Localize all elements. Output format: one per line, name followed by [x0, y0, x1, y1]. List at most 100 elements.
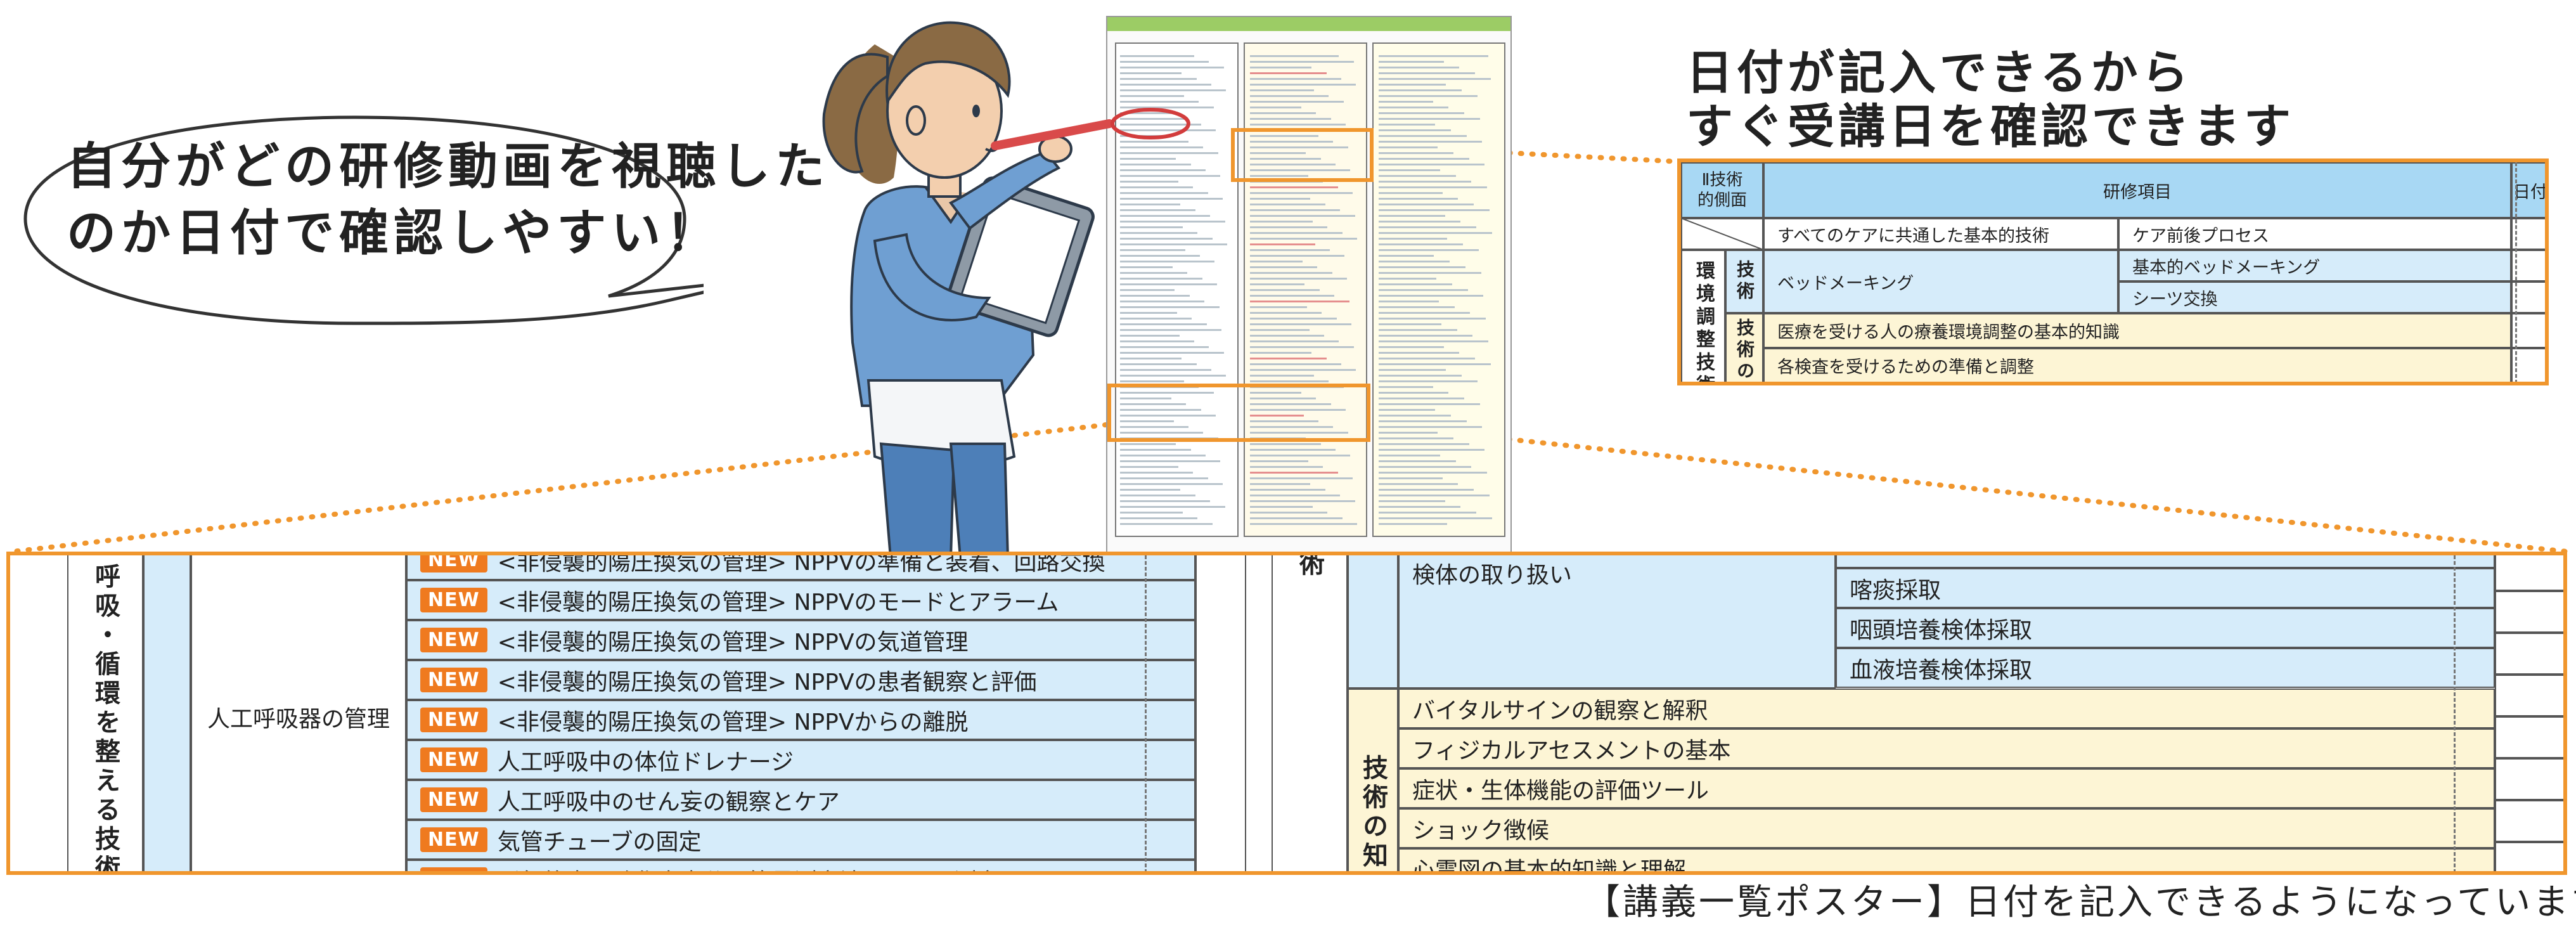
row-knowledge-2: 各検査を受けるための準備と調整 — [1763, 348, 2511, 382]
date-header: 日付 — [2513, 182, 2547, 202]
table-row: NEW<非侵襲的陽圧換気の管理> NPPVの準備と装着、回路交換 — [406, 555, 1195, 580]
left-date-divider — [1145, 555, 1147, 871]
table-row: 血液培養検体採取 — [1836, 648, 2495, 688]
row-sheet-change: シーツ交換 — [2118, 281, 2511, 313]
speech-bubble — [23, 115, 704, 325]
table-row: NEW <非侵襲的陽圧換気の管理> NPPVの気道管理 — [406, 620, 1195, 660]
side-header-cell: Ⅱ技術 的側面 — [1681, 162, 1763, 218]
sub-knowledge-cell: 技術の知 — [1725, 313, 1763, 385]
left-table-end — [1195, 555, 1246, 871]
new-badge: NEW — [420, 747, 487, 772]
poster-thumbnail — [1106, 16, 1512, 558]
poster-detail-enlarged: 呼吸・循環を整える技術 人工呼吸器の管理 NEW<非侵襲的陽圧換気の管理> NP… — [6, 552, 2567, 875]
date-entry-cell[interactable] — [2495, 633, 2563, 675]
row-label: <非侵襲的陽圧換気の管理> NPPVからの離脱 — [497, 709, 969, 735]
category-label: 呼吸・循環を整える技術 — [91, 563, 120, 875]
date-entry-cell[interactable] — [2511, 313, 2545, 348]
row-label: バイタルサインの観察と解釈 — [1412, 697, 1708, 724]
row-label: <非侵襲的陽圧換気の管理> NPPVの患者観察と評価 — [497, 669, 1037, 695]
bed-making-label: ベッドメーキング — [1777, 273, 1914, 294]
date-entry-cell[interactable] — [2511, 250, 2545, 281]
row-label: ショック徴候 — [1412, 817, 1550, 844]
table-row: バイタルサインの観察と解釈 — [1398, 689, 2495, 728]
row-sheet-change-label: シーツ交換 — [2132, 289, 2218, 309]
row-knowledge-1-label: 医療を受ける人の療養環境調整の基本的知識 — [1777, 323, 2120, 342]
date-entry-cell[interactable] — [2495, 716, 2563, 758]
new-badge: NEW — [420, 827, 487, 852]
specimen-strip — [1348, 555, 1398, 689]
row-label: <非侵襲的陽圧換気の管理> NPPVの気道管理 — [497, 629, 969, 656]
nurse-illustration — [822, 21, 1190, 558]
pen-icon — [991, 108, 1190, 150]
new-badge: NEW — [420, 588, 487, 612]
date-entry-cell[interactable] — [2511, 348, 2545, 382]
table-row: NEW 呼気終末二酸化炭素分圧等量測定法の原理と測定 — [406, 860, 1195, 872]
table-row: 症状・生体機能の評価ツール — [1398, 768, 2495, 808]
header-title-cell: 研修項目 — [1763, 162, 2511, 218]
right-date-divider — [2454, 555, 2456, 871]
category-cell: 環境調整技術 — [1681, 250, 1725, 385]
row-label: <非侵襲的陽圧換気の管理> NPPVのモードとアラーム — [497, 589, 1059, 616]
empty-corner-cell — [1681, 218, 1763, 250]
new-badge: NEW — [420, 628, 487, 652]
table-row: 咽頭培養検体採取 — [1836, 608, 2495, 648]
side-header-line2: 的側面 — [1697, 191, 1747, 210]
blue-strip — [143, 555, 191, 871]
row-label: 症状・生体機能の評価ツール — [1412, 777, 1710, 804]
care-process-label: ケア前後プロセス — [2132, 226, 2269, 246]
right-top-label-cell: 術 — [1272, 555, 1348, 871]
table-row: NEW <非侵襲的陽圧換気の管理> NPPVからの離脱 — [406, 700, 1195, 740]
diagonal-line — [1681, 218, 1763, 250]
table-row: NEW 人工呼吸中のせん妄の観察とケア — [406, 780, 1195, 820]
row-knowledge-1: 医療を受ける人の療養環境調整の基本的知識 — [1763, 313, 2511, 348]
new-badge: NEW — [420, 787, 487, 812]
row-label: 血液培養検体採取 — [1850, 657, 2033, 683]
table-row: 心電図の基本的知識と理解 — [1398, 848, 2495, 875]
table-row: NEW <非侵襲的陽圧換気の管理> NPPVのモードとアラーム — [406, 580, 1195, 620]
side-header-line1: Ⅱ技術 — [1701, 170, 1743, 190]
new-badge: NEW — [420, 708, 487, 732]
sub-skill-label: 技術 — [1734, 260, 1755, 303]
heading-line2: すぐ受講日を確認できます — [1686, 100, 2295, 154]
date-entry-cell[interactable] — [2511, 218, 2545, 250]
header-title: 研修項目 — [2103, 182, 2172, 202]
poster-highlight-bottom — [1107, 384, 1370, 442]
date-table-detail: Ⅱ技術 的側面 研修項目 日付 すべてのケアに共通した基本的技術 ケア前後プロセ… — [1677, 158, 2549, 385]
row-label: 人工呼吸中のせん妄の観察とケア — [497, 789, 840, 815]
row-basic-bed: 基本的ベッドメーキング — [2118, 250, 2511, 281]
row-label: 喀痰採取 — [1850, 577, 1942, 604]
common-label: すべてのケアに共通した基本的技術 — [1777, 226, 2050, 246]
date-entry-cell[interactable] — [2495, 800, 2563, 842]
row-label: 人工呼吸中の体位ドレナージ — [497, 749, 794, 775]
row-label: 心電図の基本的知識と理解 — [1412, 857, 1687, 875]
care-process-cell: ケア前後プロセス — [2118, 218, 2511, 250]
group-label: 人工呼吸器の管理 — [207, 706, 390, 732]
specimen-group-cell: 検体の取り扱い — [1398, 555, 1836, 689]
date-entry-cell[interactable] — [2495, 591, 2563, 633]
table-row: NEW 人工呼吸中の体位ドレナージ — [406, 740, 1195, 780]
new-badge: NEW — [420, 867, 487, 871]
row-knowledge-2-label: 各検査を受けるための準備と調整 — [1777, 358, 2034, 377]
knowledge-strip: 技術の知 — [1348, 689, 1398, 871]
row-basic-bed-label: 基本的ベッドメーキング — [2132, 257, 2321, 278]
date-entry-cell[interactable] — [2495, 675, 2563, 716]
specimen-group-label: 検体の取り扱い — [1412, 562, 1573, 588]
table-row: ショック徴候 — [1398, 808, 2495, 848]
date-entry-cell[interactable] — [2495, 842, 2563, 871]
table-row: フィジカルアセスメントの基本 — [1398, 728, 2495, 768]
date-entry-cell[interactable] — [2495, 555, 2563, 591]
caption: 【講義一覧ポスター】日付を記入できるようになっています。 — [1585, 882, 2576, 923]
date-entry-cell[interactable] — [2495, 758, 2563, 800]
table-row: NEW <非侵襲的陽圧換気の管理> NPPVの患者観察と評価 — [406, 660, 1195, 700]
table-row — [1836, 555, 2495, 568]
sub-knowledge-label: 技術の知 — [1734, 318, 1755, 385]
new-badge: NEW — [420, 555, 487, 572]
bed-making-cell: ベッドメーキング — [1763, 250, 2118, 313]
row-label: 呼気終末二酸化炭素分圧等量測定法の原理と測定 — [498, 864, 1000, 872]
category-label: 環境調整技術 — [1692, 261, 1715, 385]
new-badge: NEW — [420, 668, 487, 692]
sub-skill-cell: 技術 — [1725, 250, 1763, 313]
date-entry-cell[interactable] — [2511, 281, 2545, 313]
poster-header-bar — [1107, 17, 1510, 31]
